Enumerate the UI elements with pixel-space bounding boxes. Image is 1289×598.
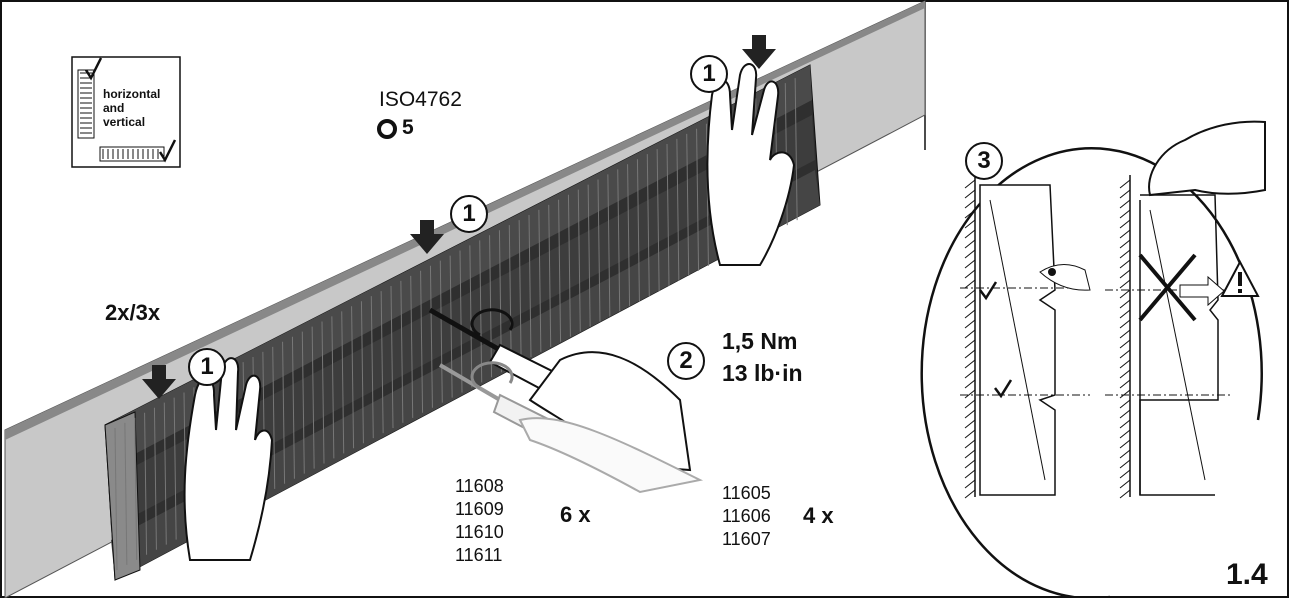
rail-end-cap: [104, 411, 141, 581]
hand-icon: [706, 63, 796, 266]
repeat-count: 2x/3x: [105, 300, 161, 325]
part-number: 11609: [455, 499, 504, 519]
check-icon: [84, 57, 103, 81]
hex-size: 5: [402, 116, 414, 139]
part-number: 11610: [455, 522, 504, 542]
arrow-down-icon: [410, 220, 444, 254]
torque-imperial: 13 lb·in: [722, 360, 803, 386]
parts-group-a: 11608 11609 11610 11611: [455, 475, 504, 567]
screwdriver-icon: [428, 307, 704, 494]
step-1-badge: 1: [188, 348, 226, 386]
step-3-badge: 3: [965, 142, 1003, 180]
figure-label: 1.4: [1226, 558, 1268, 591]
check-icon: [994, 379, 1013, 399]
hand-icon: [183, 357, 274, 561]
parts-group-a-qty: 6 x: [560, 502, 591, 527]
hand-icon: [1148, 120, 1266, 197]
warning-icon: [1220, 259, 1260, 297]
cross-icon: [1138, 253, 1197, 322]
eye-icon: [1039, 264, 1091, 291]
orientation-text: horizontal and vertical: [103, 87, 160, 129]
part-number: 11605: [722, 483, 771, 503]
hex-key-icon: [377, 119, 397, 139]
part-number: 11611: [455, 545, 503, 565]
part-number: 11606: [722, 506, 771, 526]
rail-bottom-row: [111, 170, 820, 580]
step-1-badge: 1: [450, 195, 488, 233]
detail-view: [920, 120, 1266, 598]
orientation-text-line: horizontal: [103, 87, 161, 101]
parts-group-b-qty: 4 x: [803, 503, 834, 528]
step-1-badge: 1: [690, 55, 728, 93]
parts-group-b: 11605 11606 11607: [722, 482, 771, 551]
arrow-down-icon: [742, 35, 776, 69]
terminal-rail: [104, 64, 821, 581]
part-number: 11607: [722, 529, 771, 549]
screw-standard: ISO4762: [379, 88, 462, 111]
step-2-badge: 2: [667, 342, 705, 380]
rail-top-row: [105, 65, 812, 468]
orientation-icon: [71, 56, 181, 168]
orientation-text-line: vertical: [103, 115, 146, 129]
arrow-down-icon: [142, 365, 176, 399]
part-number: 11608: [455, 476, 504, 496]
check-icon: [979, 281, 998, 301]
check-icon: [158, 139, 177, 163]
torque-metric: 1,5 Nm: [722, 328, 798, 354]
orientation-text-line: and: [103, 101, 125, 115]
